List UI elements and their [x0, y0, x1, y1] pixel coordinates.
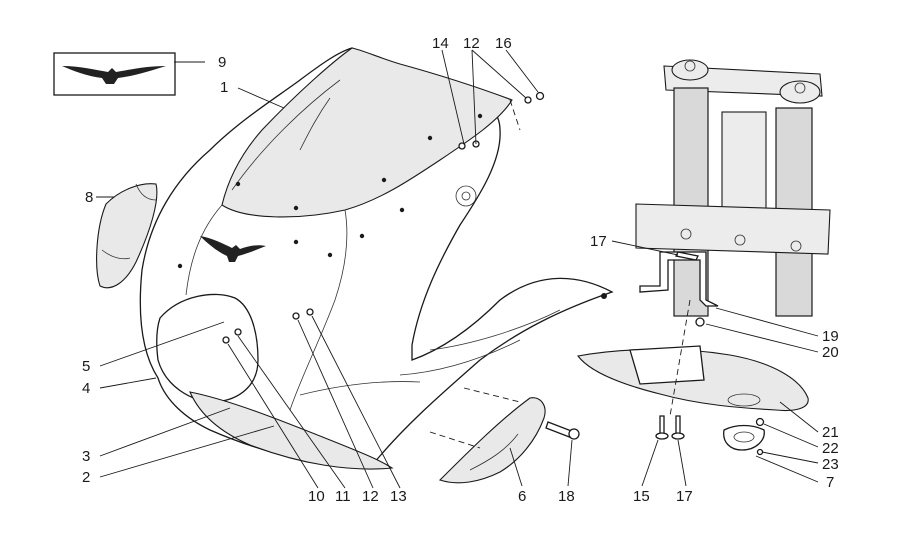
lower-cover-part — [438, 397, 546, 484]
assembly-axes — [429, 99, 691, 449]
callout-1: 1 — [220, 79, 228, 96]
callout-23: 23 — [822, 456, 839, 473]
fastener-screws — [222, 91, 765, 456]
mounting-plate — [577, 345, 809, 451]
callout-17-upper: 17 — [590, 233, 607, 250]
side-cover-part — [96, 183, 158, 289]
callout-2: 2 — [82, 469, 90, 486]
leader-lines — [96, 49, 819, 489]
fairing-bracket — [639, 251, 719, 307]
callout-6: 6 — [518, 488, 526, 505]
callout-3: 3 — [82, 448, 90, 465]
callout-7: 7 — [826, 474, 834, 491]
front-fairing — [139, 47, 614, 470]
callout-9: 9 — [218, 54, 226, 71]
callout-8: 8 — [85, 189, 93, 206]
callout-5: 5 — [82, 358, 90, 375]
emblem-decal — [53, 52, 176, 96]
callout-16: 16 — [495, 35, 512, 52]
callout-21: 21 — [822, 424, 839, 441]
callout-15: 15 — [633, 488, 650, 505]
callout-12-upper: 12 — [463, 35, 480, 52]
callout-12-lower: 12 — [362, 488, 379, 505]
callout-14: 14 — [432, 35, 449, 52]
front-fork-assembly — [635, 59, 831, 317]
fairing-eagle-decal — [200, 236, 266, 262]
callout-13: 13 — [390, 488, 407, 505]
callout-19: 19 — [822, 328, 839, 345]
callout-10: 10 — [308, 488, 325, 505]
callout-11: 11 — [335, 488, 351, 505]
callout-labels: 1 2 3 4 5 6 7 8 9 10 11 12 13 14 12 16 1… — [82, 35, 839, 505]
callout-4: 4 — [82, 380, 90, 397]
eagle-emblem-icon — [62, 66, 166, 84]
callout-20: 20 — [822, 344, 839, 361]
callout-18: 18 — [558, 488, 575, 505]
callout-17-lower: 17 — [676, 488, 693, 505]
callout-22: 22 — [822, 440, 839, 457]
